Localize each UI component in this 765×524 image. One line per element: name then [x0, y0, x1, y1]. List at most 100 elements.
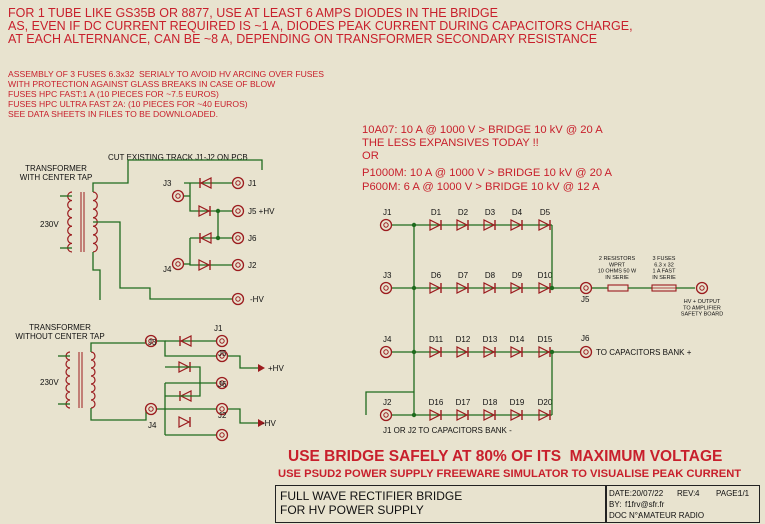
- wire: [189, 238, 232, 266]
- bridge-j5-label: J5: [581, 295, 590, 304]
- upper-j2-label: J2: [248, 261, 257, 270]
- upper-j6-label: J6: [248, 234, 257, 243]
- wire: [165, 366, 201, 383]
- bridge-diode-label: D12: [456, 335, 471, 344]
- fuses-label: 6.3 x 32: [654, 262, 674, 268]
- page-label: PAGE:: [716, 489, 740, 498]
- terminal-hole: [175, 261, 181, 267]
- bridge-diode-label: D10: [538, 271, 553, 280]
- wire: [157, 383, 166, 410]
- resistor-icon: [607, 284, 629, 292]
- warning-main: USE BRIDGE SAFELY AT 80% OF ITS MAXIMUM …: [288, 448, 723, 465]
- terminal-pad: [231, 204, 245, 218]
- terminal-pad: [695, 281, 709, 295]
- bridge-diode: [538, 409, 551, 421]
- terminal-pad: [379, 408, 393, 422]
- lower-transformer-primary: [65, 351, 71, 409]
- bridge-diode: [429, 219, 442, 231]
- terminal-pad: [215, 428, 229, 442]
- bridge-diode-label: D1: [431, 208, 442, 217]
- resistors-label: WPRT: [609, 262, 626, 268]
- output-label: SAFETY BOARD: [681, 312, 723, 318]
- bridge-terminal-label: J4: [383, 335, 392, 344]
- bridge-diode: [510, 282, 523, 294]
- bridge-diode: [429, 282, 442, 294]
- terminal-pad: [144, 402, 158, 416]
- upper-diode: [199, 177, 212, 189]
- lower-j2-label: J2: [218, 411, 227, 420]
- terminal-hole: [219, 338, 225, 344]
- terminal-pad: [215, 349, 229, 363]
- wire: [92, 252, 101, 300]
- terminal-pad: [215, 402, 229, 416]
- fuse-note-3: FUSES HPC FAST:1 A (10 PIECES FOR ~7.5 E…: [8, 89, 219, 99]
- terminal-pad: [379, 345, 393, 359]
- by-value: f1frv@sfr.fr: [625, 500, 665, 509]
- arrow-icon: [258, 419, 265, 427]
- fuses-label: IN SERIE: [652, 275, 676, 281]
- terminal-hole: [383, 349, 389, 355]
- bridge-diode: [483, 219, 496, 231]
- bridge-diode: [456, 346, 469, 358]
- bridge-diode: [429, 409, 442, 421]
- cut-track-label: CUT EXISTING TRACK J1-J2 ON PCB: [108, 153, 248, 162]
- lower-j6-label: J6: [218, 380, 227, 389]
- upper-transformer-title: WITH CENTER TAP: [20, 173, 93, 182]
- fuse-note-5: SEE DATA SHEETS IN FILES TO BE DOWNLOADE…: [8, 109, 218, 119]
- upper-transformer-title: TRANSFORMER: [25, 164, 87, 173]
- wire: [93, 221, 232, 300]
- bridge-diode: [483, 282, 496, 294]
- bridge-diode: [456, 219, 469, 231]
- terminal-hole: [583, 349, 589, 355]
- bridge-diode: [538, 219, 551, 231]
- terminal-pad: [215, 334, 229, 348]
- bridge-diode-label: D6: [431, 271, 442, 280]
- terminal-hole: [219, 432, 225, 438]
- terminal-hole: [383, 222, 389, 228]
- resistors-label: 10 OHMS 50 W: [598, 269, 637, 275]
- lower-neg-label: -HV: [262, 419, 276, 428]
- note-line-1: FOR 1 TUBE LIKE GS35B OR 8877, USE AT LE…: [8, 6, 498, 20]
- terminal-hole: [383, 412, 389, 418]
- bridge-diode-label: D8: [485, 271, 496, 280]
- terminal-hole: [583, 285, 589, 291]
- lower-transformer-title: TRANSFORMER: [29, 323, 91, 332]
- bridge-diode: [483, 409, 496, 421]
- lower-transformer-secondary: [90, 351, 96, 409]
- junction-dot: [215, 208, 221, 214]
- junction-dot: [411, 285, 417, 291]
- output-label: HV + OUTPUT: [684, 299, 721, 305]
- terminal-hole: [235, 235, 241, 241]
- date-label: DATE:: [609, 489, 632, 498]
- warning-sub: USE PSUD2 POWER SUPPLY FREEWARE SIMULATO…: [278, 468, 742, 480]
- terminal-hole: [383, 285, 389, 291]
- lower-j3-label: J3: [148, 338, 157, 347]
- terminal-hole: [235, 262, 241, 268]
- terminal-pad: [579, 345, 593, 359]
- wire: [90, 408, 147, 421]
- bridge-diode-label: D18: [483, 398, 498, 407]
- lower-j5-label: J5: [218, 349, 227, 358]
- upper-j4-label: J4: [163, 265, 172, 274]
- doc-label: DOC N°:: [609, 511, 641, 520]
- lower-pos-label: +HV: [268, 364, 284, 373]
- bridge-diode: [510, 219, 523, 231]
- terminal-pad: [231, 258, 245, 272]
- resistors-label: IN SERIE: [605, 275, 629, 281]
- terminal-pad: [171, 257, 185, 271]
- lower-j4-label: J4: [148, 421, 157, 430]
- terminal-hole: [175, 193, 181, 199]
- upper-diode: [198, 205, 211, 217]
- upper-transformer-primary: [67, 191, 73, 253]
- fuses-label: 1 A FAST: [653, 269, 677, 275]
- terminal-hole: [235, 180, 241, 186]
- title-line-1: FULL WAVE RECTIFIER BRIDGE: [280, 489, 463, 503]
- cap-plus-label: TO CAPACITORS BANK +: [596, 348, 692, 357]
- wire: [365, 391, 414, 415]
- junction-dot: [411, 222, 417, 228]
- bridge-diode-label: D15: [538, 335, 553, 344]
- terminal-hole: [219, 406, 225, 412]
- rev-value: 4: [695, 489, 700, 498]
- fuses-label: 3 FUSES: [653, 256, 676, 262]
- bridge-terminal-label: J3: [383, 271, 392, 280]
